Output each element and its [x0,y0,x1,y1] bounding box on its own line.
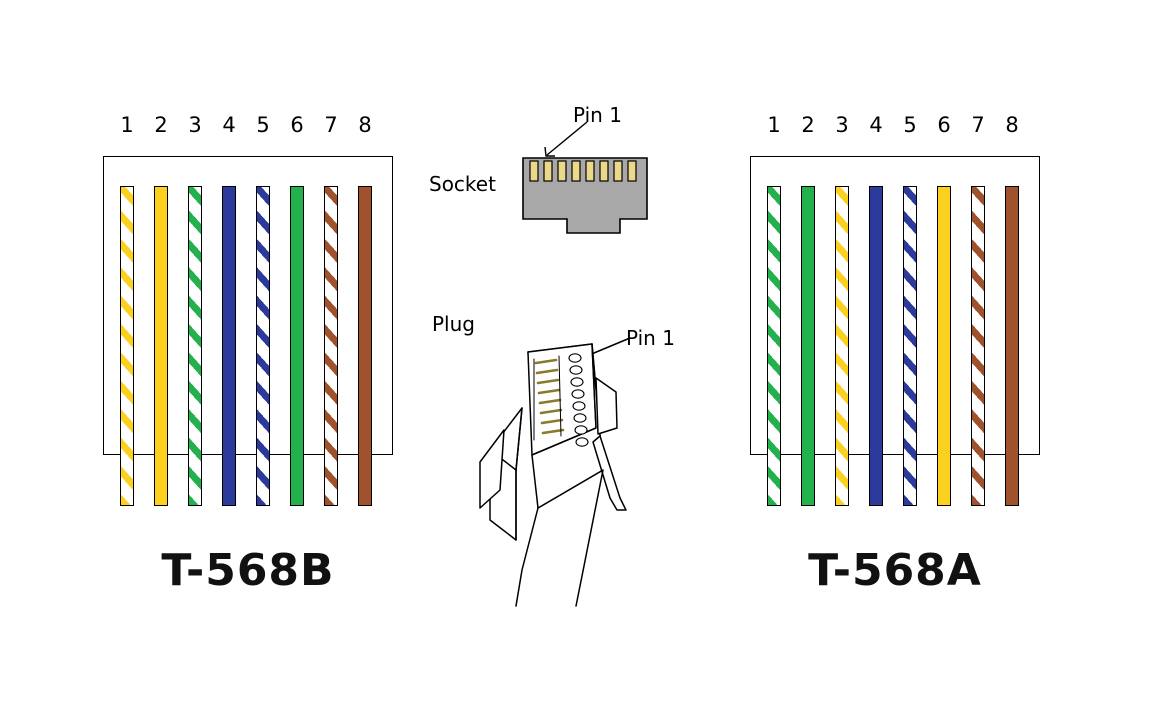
wire-fill-t568b-pin-5 [257,187,269,505]
pin-number-t568a-1: 1 [767,113,781,137]
wire-t568b-pin-6 [290,186,304,506]
pin-number-t568a-5: 5 [903,113,917,137]
pin-number-t568a-2: 2 [801,113,815,137]
plug-left-clip-tab [479,429,505,509]
standard-title-t568b: T-568B [161,545,335,596]
pin1-label-plug: Pin 1 [626,326,675,350]
wire-t568a-pin-2 [801,186,815,506]
pin-number-t568b-3: 3 [188,113,202,137]
pin-number-t568a-6: 6 [937,113,951,137]
wire-fill-t568a-pin-1 [768,187,780,505]
wire-t568b-pin-1 [120,186,134,506]
pin1-label-socket: Pin 1 [573,103,622,127]
wire-fill-t568a-pin-6 [938,187,950,505]
plug-gold-contacts [534,358,565,435]
pin-number-t568a-4: 4 [869,113,883,137]
pin-number-t568b-4: 4 [222,113,236,137]
plug-shoulder [595,377,618,435]
wire-fill-t568a-pin-8 [1006,187,1018,505]
plug-cable [515,469,604,607]
wire-t568b-pin-5 [256,186,270,506]
wire-t568a-pin-3 [835,186,849,506]
rj45-socket-illustration [505,120,675,245]
socket-label: Socket [429,172,496,196]
wire-bundle-t568a [750,156,1040,506]
standard-title-t568a: T-568A [808,545,982,596]
pin-number-t568b-5: 5 [256,113,270,137]
wire-t568a-pin-5 [903,186,917,506]
pin-number-t568b-2: 2 [154,113,168,137]
wire-fill-t568b-pin-6 [291,187,303,505]
wire-t568a-pin-7 [971,186,985,506]
wire-fill-t568a-pin-3 [836,187,848,505]
rj45-plug-illustration [460,330,690,610]
pin-number-t568b-8: 8 [358,113,372,137]
pin1-arrow-socket [544,121,588,157]
wire-fill-t568a-pin-5 [904,187,916,505]
socket-contacts [529,160,637,182]
wire-t568b-pin-7 [324,186,338,506]
wire-t568a-pin-1 [767,186,781,506]
plug-wire-holes [568,353,589,447]
wire-bundle-t568b [103,156,393,506]
wire-fill-t568a-pin-4 [870,187,882,505]
plug-contact-slots [533,355,562,441]
wire-fill-t568a-pin-7 [972,187,984,505]
wire-fill-t568b-pin-3 [189,187,201,505]
wire-t568b-pin-2 [154,186,168,506]
wire-t568a-pin-6 [937,186,951,506]
wire-t568a-pin-8 [1005,186,1019,506]
jack-panel-outline-t568a [750,156,1040,455]
wire-fill-t568b-pin-8 [359,187,371,505]
wire-fill-t568a-pin-2 [802,187,814,505]
jack-panel-outline-t568b [103,156,393,455]
wire-t568b-pin-4 [222,186,236,506]
pin-number-t568a-8: 8 [1005,113,1019,137]
wire-t568b-pin-3 [188,186,202,506]
pin-number-t568b-7: 7 [324,113,338,137]
wire-fill-t568b-pin-4 [223,187,235,505]
plug-label: Plug [432,312,475,336]
pin-number-t568b-6: 6 [290,113,304,137]
wire-t568b-pin-8 [358,186,372,506]
wire-fill-t568b-pin-1 [121,187,133,505]
plug-latch-clip [592,435,627,511]
pin-number-t568a-3: 3 [835,113,849,137]
wire-fill-t568b-pin-2 [155,187,167,505]
pin-number-t568a-7: 7 [971,113,985,137]
pin-number-t568b-1: 1 [120,113,134,137]
wire-fill-t568b-pin-7 [325,187,337,505]
wire-t568a-pin-4 [869,186,883,506]
